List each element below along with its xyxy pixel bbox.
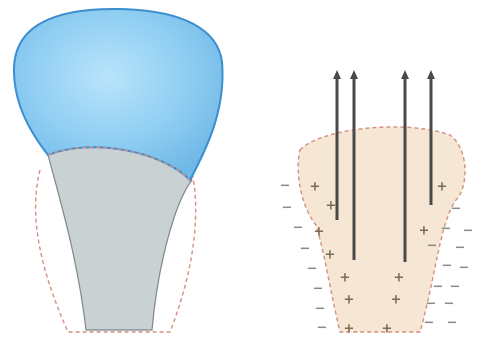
- negative-charge: −: [293, 221, 304, 236]
- negative-charge: −: [455, 241, 466, 256]
- positive-charge: +: [437, 180, 448, 195]
- positive-charge: +: [310, 180, 321, 195]
- positive-charge: +: [340, 271, 351, 286]
- negative-charge: −: [315, 302, 326, 317]
- negative-charge: −: [444, 297, 455, 312]
- negative-charge: −: [447, 316, 458, 331]
- positive-charge: +: [382, 322, 393, 337]
- positive-charge: +: [314, 225, 325, 240]
- negative-charge: −: [450, 280, 461, 295]
- left-panel: [14, 9, 223, 332]
- negative-charge: −: [307, 262, 318, 277]
- right-panel: ++++++++++++ −−−−−−−−−−−−−−−−−−−−−: [280, 70, 474, 337]
- negative-charge: −: [433, 280, 444, 295]
- positive-charge: +: [391, 293, 402, 308]
- negative-charge: −: [459, 261, 470, 276]
- negative-charge: −: [451, 202, 462, 217]
- positive-charge: +: [344, 293, 355, 308]
- negative-charge: −: [282, 201, 293, 216]
- negative-charge: −: [427, 239, 438, 254]
- negative-charge: −: [463, 224, 474, 239]
- negative-charge: −: [442, 259, 453, 274]
- negative-charge: −: [313, 282, 324, 297]
- negative-charge: −: [317, 321, 328, 336]
- negative-charge: −: [424, 316, 435, 331]
- tapered-column: [48, 147, 192, 330]
- positive-charge: +: [325, 248, 336, 263]
- positive-charge: +: [394, 271, 405, 286]
- positive-charge: +: [419, 224, 430, 239]
- negative-charge: −: [300, 242, 311, 257]
- positive-charge: +: [326, 199, 337, 214]
- negative-charge: −: [280, 179, 291, 194]
- negative-charge: −: [441, 222, 452, 237]
- positive-charge: +: [344, 322, 355, 337]
- negative-charge: −: [426, 297, 437, 312]
